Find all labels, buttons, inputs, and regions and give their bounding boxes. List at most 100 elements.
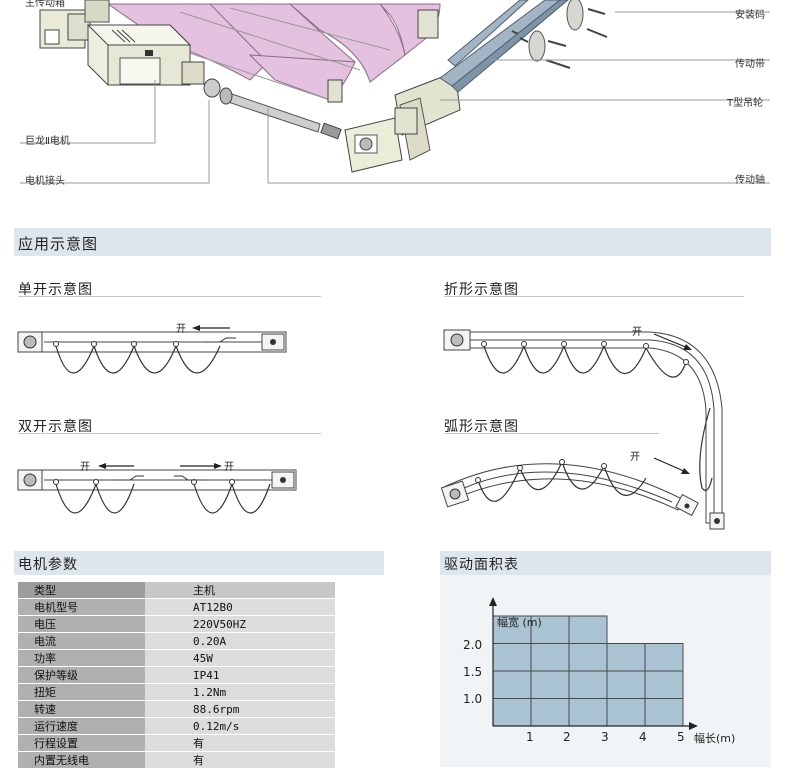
row-key: 内置无线电 [18, 751, 145, 769]
track-end-rear [39, 0, 110, 49]
area-cell [530, 670, 570, 699]
area-cell [644, 670, 684, 699]
drive-shaft [219, 87, 342, 140]
x-tick-3: 3 [601, 730, 609, 744]
drive-area-title: 驱动面积表 [444, 557, 519, 573]
area-cell [530, 643, 570, 672]
row-key: 电机型号 [18, 598, 145, 616]
y-axis-label: 幅宽 (m) [497, 616, 542, 629]
area-cell [568, 698, 608, 727]
row-value: 220V50HZ [145, 615, 335, 633]
row-key: 电压 [18, 615, 145, 633]
row-key: 行程设置 [18, 734, 145, 752]
y-tick-1-0: 1.0 [463, 692, 483, 706]
motor-body [86, 24, 221, 98]
single-open-title: 单开示意图 [18, 282, 93, 298]
callout-drive-belt: 传动带 [735, 59, 765, 70]
row-value: 0.12m/s [145, 717, 335, 735]
y-axis-arrow [489, 597, 497, 606]
table-row: 行程设置有 [18, 734, 335, 752]
table-row: 内置无线电有 [18, 751, 335, 769]
x-tick-1: 1 [526, 730, 534, 744]
row-value: 1.2Nm [145, 683, 335, 701]
arc-title: 弧形示意图 [444, 419, 519, 435]
chart-cells [492, 615, 684, 727]
x-axis-arrow [689, 722, 698, 730]
divider [444, 433, 659, 434]
area-cell [568, 643, 608, 672]
row-value: 0.20A [145, 632, 335, 650]
row-key: 扭矩 [18, 683, 145, 701]
row-value: IP41 [145, 666, 335, 684]
row-key: 电流 [18, 632, 145, 650]
area-cell [492, 698, 532, 727]
row-value: 88.6rpm [145, 700, 335, 718]
area-cell [606, 670, 646, 699]
row-key: 功率 [18, 649, 145, 667]
drive-area-chart [489, 597, 698, 730]
divider [444, 296, 744, 297]
row-key: 转速 [18, 700, 145, 718]
open-label-right: 开 [224, 462, 234, 473]
single-open-diagram [17, 325, 287, 374]
row-value: AT12B0 [145, 598, 335, 616]
track-rail [439, 0, 569, 93]
area-cell [568, 615, 608, 644]
folded-title: 折形示意图 [444, 282, 519, 298]
row-key: 运行速度 [18, 717, 145, 735]
callout-motor: 巨龙Ⅱ电机 [25, 136, 70, 147]
row-value: 45W [145, 649, 335, 667]
arc-diagram [440, 457, 699, 517]
mounting-brackets [511, 0, 608, 69]
callout-drive-shaft: 传动轴 [735, 175, 765, 186]
callout-main-transmission: 主传动箱 [25, 0, 65, 9]
folded-diagram [443, 329, 725, 530]
double-open-diagram [17, 463, 297, 514]
table-header-row: 类型 主机 [18, 582, 335, 599]
motor-params-band [14, 551, 384, 575]
y-tick-1-5: 1.5 [463, 665, 483, 679]
row-value: 有 [145, 751, 335, 769]
header-key: 类型 [18, 582, 145, 599]
x-tick-2: 2 [563, 730, 571, 744]
area-cell [492, 615, 532, 644]
t-wheels [327, 9, 439, 135]
x-axis-label: 幅长(m) [694, 732, 736, 745]
row-value: 有 [145, 734, 335, 752]
open-label-folded: 开 [632, 327, 642, 338]
header-value: 主机 [145, 582, 335, 599]
area-cell [530, 698, 570, 727]
area-cell [568, 670, 608, 699]
callout-mounting-code: 安装码 [735, 10, 765, 21]
application-title: 应用示意图 [18, 235, 99, 253]
motor-params-title: 电机参数 [18, 557, 78, 573]
area-cell [492, 643, 532, 672]
y-tick-2-0: 2.0 [463, 638, 483, 652]
x-tick-4: 4 [639, 730, 647, 744]
area-cell [492, 670, 532, 699]
drive-area-band [440, 551, 771, 575]
exploded-diagram [20, 0, 770, 184]
divider [18, 296, 321, 297]
area-cell [644, 698, 684, 727]
open-label-arc: 开 [630, 452, 640, 463]
area-cell [606, 643, 646, 672]
application-band [14, 228, 771, 256]
row-key: 保护等级 [18, 666, 145, 684]
area-cell [606, 698, 646, 727]
open-label-left: 开 [80, 462, 90, 473]
open-label: 开 [176, 324, 186, 335]
callout-t-wheel: T型吊轮 [727, 98, 764, 109]
double-open-title: 双开示意图 [18, 419, 93, 435]
callout-motor-connector: 电机接头 [25, 176, 65, 187]
x-tick-5: 5 [677, 730, 685, 744]
